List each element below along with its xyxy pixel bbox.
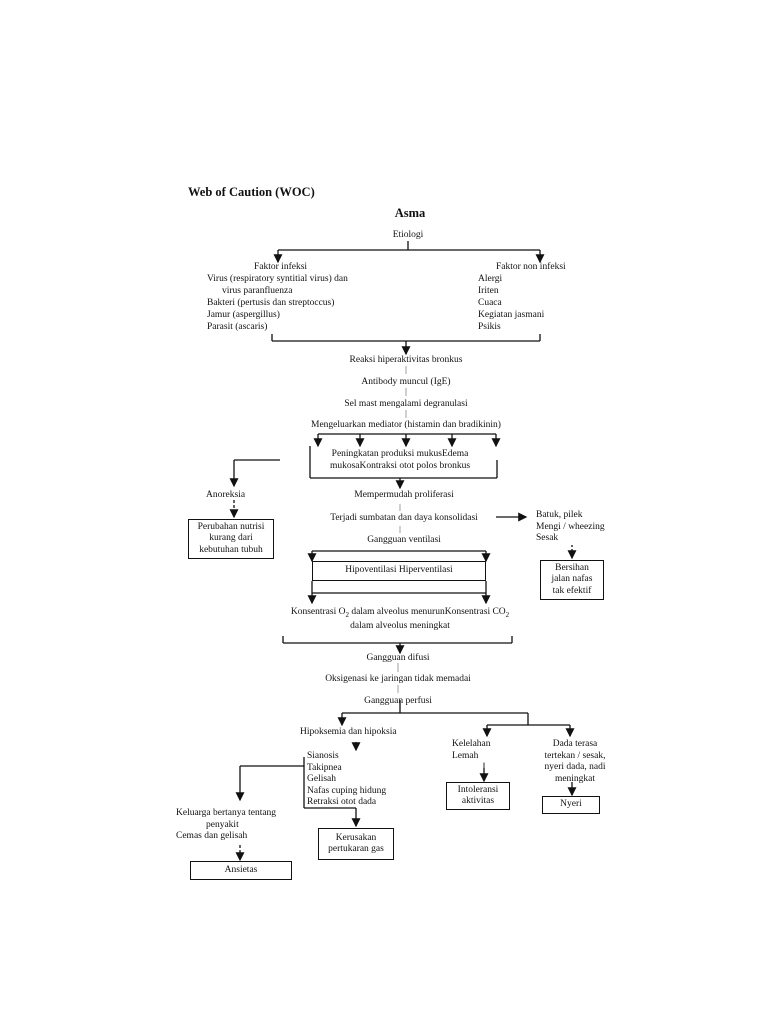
kelelahan-node: Kelelahan Lemah xyxy=(452,739,491,762)
konsentrasi-text-a: Konsentrasi O xyxy=(290,607,346,617)
kerusakan-box: Kerusakan pertukaran gas xyxy=(318,828,394,860)
tanda-item: Sianosis xyxy=(307,751,339,761)
batuk-line: Sesak xyxy=(536,533,559,543)
etiologi-label: Etiologi xyxy=(392,230,424,240)
konsentrasi-line-2: dalam alveolus meningkat xyxy=(350,621,450,632)
faktor-non-infeksi-item: Psikis xyxy=(478,322,501,332)
sumbatan-node: Terjadi sumbatan dan daya konsolidasi xyxy=(330,513,478,523)
oksigenasi-node: Oksigenasi ke jaringan tidak memadai xyxy=(325,674,471,684)
nutrisi-line: Perubahan nutrisi xyxy=(197,521,265,532)
tanda-item: Retraksi otot dada xyxy=(307,797,377,807)
faktor-infeksi-item: Virus (respiratory syntitial virus) dan xyxy=(207,274,348,284)
intoleransi-box: Intoleransi aktivitas xyxy=(446,782,510,810)
page-title: Web of Caution (WOC) xyxy=(188,185,315,199)
nutrisi-line: kurang dari xyxy=(209,533,253,544)
intoleransi-line: Intoleransi xyxy=(457,784,499,795)
keluarga-line: penyakit xyxy=(206,819,239,830)
keluarga-node: Keluarga bertanya tentang penyakit Cemas… xyxy=(176,808,276,843)
nutrisi-line: kebutuhan tubuh xyxy=(199,544,263,555)
dada-line: tertekan / sesak, xyxy=(544,750,606,761)
reaksi-node: Reaksi hiperaktivitas bronkus xyxy=(349,355,463,365)
faktor-infeksi-item: Parasit (ascaris) xyxy=(207,322,268,332)
konsentrasi-text-b: dalam alveolus menurunKonsentrasi CO xyxy=(348,607,506,617)
nutrisi-box: Perubahan nutrisi kurang dari kebutuhan … xyxy=(188,519,274,559)
hipoksemia-node: Hipoksemia dan hipoksia xyxy=(300,727,397,737)
dada-line: nyeri dada, nadi xyxy=(544,762,606,772)
faktor-non-infeksi-item: Alergi xyxy=(478,274,503,284)
peningkatan-line-2: mukosaKontraksi otot polos bronkus xyxy=(329,460,471,471)
anoreksia-node: Anoreksia xyxy=(206,490,246,500)
dada-line: Dada terasa xyxy=(552,739,598,749)
faktor-infeksi-item: virus paranfluenza xyxy=(222,286,293,296)
faktor-infeksi-heading: Faktor infeksi xyxy=(254,262,308,272)
faktor-infeksi-item: Bakteri (pertusis dan streptoccus) xyxy=(207,298,335,308)
faktor-non-infeksi-item: Cuaca xyxy=(478,298,502,308)
faktor-infeksi-item: Jamur (aspergillus) xyxy=(207,310,280,320)
tanda-list: Sianosis Takipnea Gelisah Nafas cuping h… xyxy=(307,751,386,809)
difusi-node: Gangguan difusi xyxy=(366,653,430,663)
batuk-line: Mengi / wheezing xyxy=(536,521,605,532)
hipo-hiper-box: Hipoventilasi Hiperventilasi xyxy=(312,561,486,581)
kerusakan-line: Kerusakan xyxy=(335,832,377,843)
diagram-subtitle: Asma xyxy=(394,206,426,220)
sel-mast-node: Sel mast mengalami degranulasi xyxy=(344,399,468,409)
tanda-item: Takipnea xyxy=(307,762,342,773)
bersihan-box: Bersihan jalan nafas tak efektif xyxy=(540,560,604,600)
faktor-non-infeksi-heading: Faktor non infeksi xyxy=(496,262,566,272)
kelelahan-line: Kelelahan xyxy=(452,739,491,749)
kelelahan-line: Lemah xyxy=(452,750,479,761)
ventilasi-node: Gangguan ventilasi xyxy=(367,535,441,545)
intoleransi-line: aktivitas xyxy=(461,796,495,806)
faktor-non-infeksi-item: Iriten xyxy=(478,286,499,296)
keluarga-line: Keluarga bertanya tentang xyxy=(176,808,277,818)
bersihan-line: jalan nafas xyxy=(551,574,593,585)
tanda-item: Nafas cuping hidung xyxy=(307,785,387,796)
perfusi-node: Gangguan perfusi xyxy=(364,696,432,706)
dada-line: meningkat xyxy=(554,773,596,784)
proliferasi-node: Mempermudah proliferasi xyxy=(354,490,454,500)
keluarga-line: Cemas dan gelisah xyxy=(176,831,248,841)
ansietas-box: Ansietas xyxy=(190,861,292,880)
kerusakan-line: pertukaran gas xyxy=(328,844,384,854)
o2-subscript: 2 xyxy=(345,610,349,619)
nyeri-box: Nyeri xyxy=(542,796,600,814)
tanda-item: Gelisah xyxy=(307,774,337,784)
mediator-node: Mengeluarkan mediator (histamin dan brad… xyxy=(311,420,501,430)
bersihan-line: Bersihan xyxy=(555,562,589,573)
co2-subscript: 2 xyxy=(505,610,510,619)
peningkatan-line-1: Peningkatan produksi mukusEdema xyxy=(331,449,469,459)
bersihan-line: tak efektif xyxy=(552,585,592,596)
batuk-node: Batuk, pilek Mengi / wheezing Sesak xyxy=(536,510,605,545)
dada-node: Dada terasa tertekan / sesak, nyeri dada… xyxy=(530,739,620,785)
batuk-line: Batuk, pilek xyxy=(536,510,583,520)
antibody-node: Antibody muncul (IgE) xyxy=(361,377,451,387)
faktor-non-infeksi-item: Kegiatan jasmani xyxy=(478,310,545,320)
peningkatan-node: Peningkatan produksi mukusEdema mukosaKo… xyxy=(300,449,500,472)
konsentrasi-node: Konsentrasi O2 dalam alveolus menurunKon… xyxy=(260,607,540,633)
